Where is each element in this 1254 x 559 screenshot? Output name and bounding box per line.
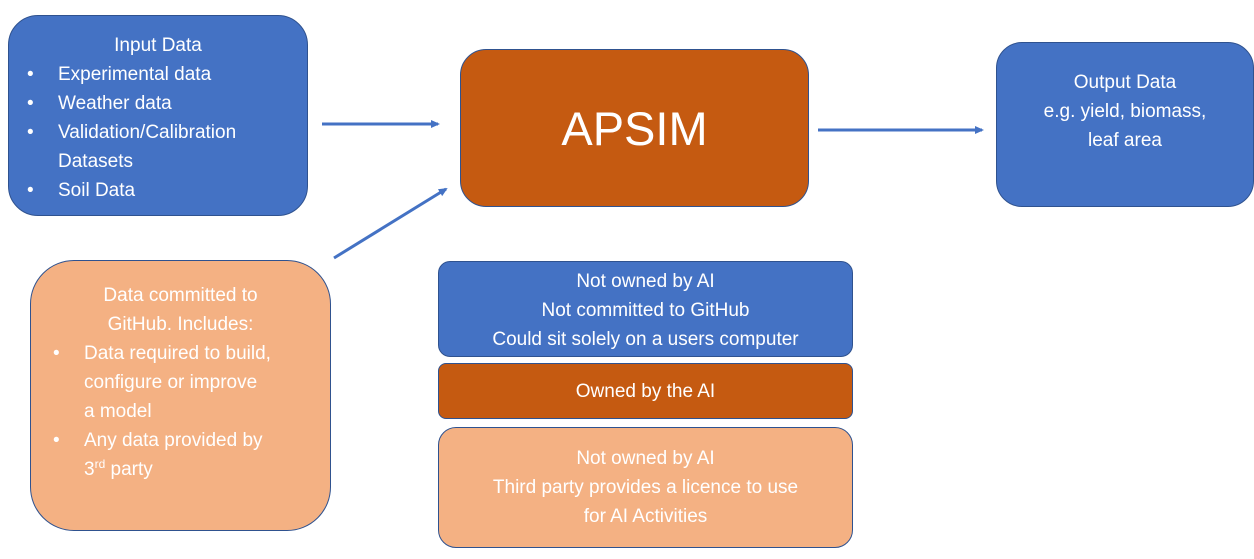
third-party-suffix: party — [105, 459, 153, 480]
input-data-item-line: Validation/Calibration — [58, 122, 237, 143]
input-data-list: • Experimental data • Weather data • Val… — [9, 60, 307, 205]
apsim-box: APSIM — [460, 49, 809, 207]
output-data-box: Output Data e.g. yield, biomass, leaf ar… — [996, 42, 1254, 207]
legend-owned-box: Owned by the AI — [438, 363, 853, 419]
input-data-item-line: Soil Data — [58, 180, 136, 201]
apsim-label: APSIM — [561, 101, 708, 155]
legend-owned-label: Owned by the AI — [575, 380, 716, 402]
third-party-superscript: rd — [94, 457, 106, 471]
committed-data-list: • Data required to build, configure or i… — [31, 339, 330, 484]
output-data-line: leaf area — [1088, 130, 1162, 151]
legend-third-party-line: for AI Activities — [583, 506, 708, 527]
legend-not-owned-box: Not owned by AI Not committed to GitHub … — [438, 261, 853, 357]
bullet-icon: • — [27, 122, 34, 143]
bullet-icon: • — [27, 180, 34, 201]
input-data-item-line: Experimental data — [58, 64, 212, 85]
input-data-item-line: Datasets — [58, 151, 133, 172]
committed-data-title-line: Data committed to — [103, 285, 258, 306]
input-data-box: Input Data • Experimental data • Weather… — [8, 15, 308, 216]
legend-third-party-line: Third party provides a licence to use — [492, 477, 799, 498]
legend-not-owned-line: Not owned by AI — [576, 271, 715, 292]
input-data-item: • Soil Data — [9, 176, 307, 205]
output-data-line: Output Data — [1073, 72, 1177, 93]
committed-data-item-line: 3rd party — [84, 455, 320, 484]
output-data-line: e.g. yield, biomass, — [1043, 101, 1207, 122]
input-data-item: • Validation/Calibration Datasets — [9, 118, 307, 176]
committed-data-item-line: configure or improve — [84, 372, 258, 393]
committed-data-item-line: Data required to build, — [84, 343, 271, 364]
third-party-number: 3 — [84, 459, 95, 480]
committed-data-item-line: Any data provided by — [84, 430, 263, 451]
committed-data-title: Data committed to GitHub. Includes: — [31, 281, 330, 339]
legend-not-owned-line: Not committed to GitHub — [541, 300, 750, 321]
committed-data-item: • Data required to build, configure or i… — [31, 339, 330, 426]
legend-third-party-box: Not owned by AI Third party provides a l… — [438, 427, 853, 548]
input-data-item: • Experimental data — [9, 60, 307, 89]
legend-not-owned-line: Could sit solely on a users computer — [492, 329, 799, 350]
committed-data-item-line: a model — [84, 401, 152, 422]
bullet-icon: • — [27, 64, 34, 85]
input-data-title: Input Data — [114, 35, 202, 56]
legend-third-party-line: Not owned by AI — [576, 448, 715, 469]
committed-data-box: Data committed to GitHub. Includes: • Da… — [30, 260, 331, 531]
bullet-icon: • — [53, 430, 60, 451]
bullet-icon: • — [27, 93, 34, 114]
input-data-item-line: Weather data — [58, 93, 172, 114]
bullet-icon: • — [53, 343, 60, 364]
committed-data-item: • Any data provided by 3rd party — [31, 426, 330, 484]
committed-to-apsim-arrow — [333, 187, 448, 260]
input-data-item: • Weather data — [9, 89, 307, 118]
committed-data-title-line: GitHub. Includes: — [107, 314, 254, 335]
